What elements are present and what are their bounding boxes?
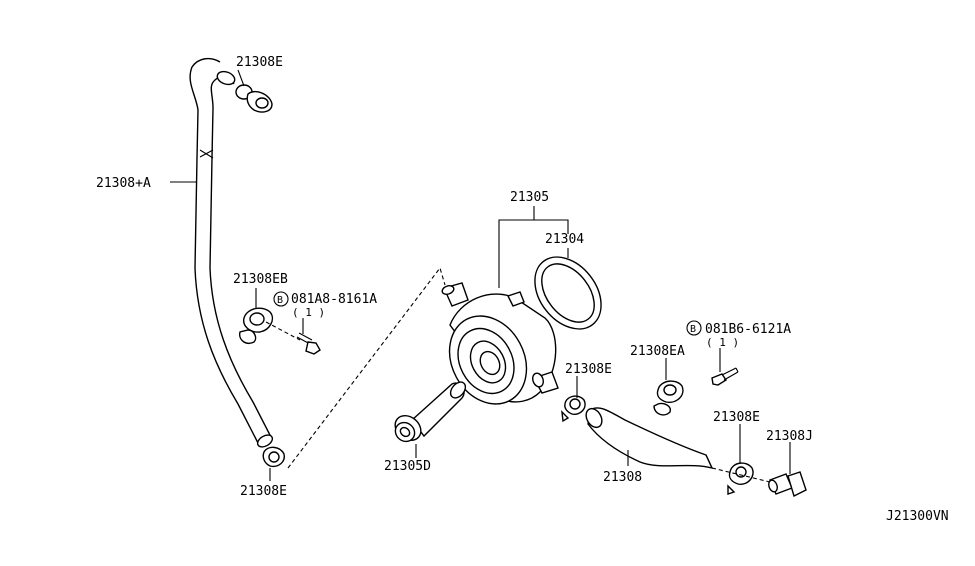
clamp-21308ea[interactable] bbox=[653, 380, 684, 416]
oil-cooler-21305[interactable] bbox=[435, 282, 559, 418]
label-bolt-left-qty: ( 1 ) bbox=[292, 306, 325, 319]
bolt-symbol-right: B bbox=[690, 324, 696, 335]
bolt-symbol-right-icon bbox=[686, 320, 702, 336]
connector-21305d[interactable] bbox=[390, 379, 468, 445]
fitting-21308j[interactable] bbox=[767, 471, 807, 497]
label-21308e-mid: 21308E bbox=[565, 362, 612, 377]
label-bolt-081b6-6121a: 081B6-6121A bbox=[705, 322, 791, 337]
label-bolt-right-qty: ( 1 ) bbox=[706, 336, 739, 349]
label-21308ea: 21308EA bbox=[630, 344, 685, 359]
clamp-21308eb[interactable] bbox=[239, 307, 274, 344]
label-21308eb: 21308EB bbox=[233, 272, 288, 287]
o-ring-21304[interactable] bbox=[521, 244, 614, 342]
hose-21308-a[interactable] bbox=[189, 57, 274, 450]
clamp-21308e-top[interactable] bbox=[235, 84, 273, 113]
label-21308e-top: 21308E bbox=[236, 55, 283, 70]
label-21308: 21308 bbox=[603, 470, 642, 485]
clamp-21308e-right[interactable] bbox=[727, 462, 754, 495]
leader-clamp-fitting bbox=[711, 467, 771, 483]
label-bolt-081a8-8161a: 081A8-8161A bbox=[291, 292, 377, 307]
label-21304: 21304 bbox=[545, 232, 584, 247]
label-21305: 21305 bbox=[510, 190, 549, 205]
diagram-code: J21300VN bbox=[886, 509, 949, 524]
label-21308-a: 21308+A bbox=[96, 176, 151, 191]
callout-labels: 21308E 21308+A 21308EB B 081A8-8161A ( 1… bbox=[96, 55, 949, 524]
bolt-081a8-8161a[interactable] bbox=[296, 332, 321, 355]
clamp-21308e-bottom-left[interactable] bbox=[262, 446, 285, 468]
bolt-symbol-left-icon bbox=[273, 291, 289, 307]
label-21308e-bottom-left: 21308E bbox=[240, 484, 287, 499]
label-21308j: 21308J bbox=[766, 429, 813, 444]
bolt-081b6-6121a[interactable] bbox=[711, 367, 739, 386]
label-21305d: 21305D bbox=[384, 459, 431, 474]
leader-lines bbox=[170, 69, 791, 481]
bolt-symbol-left: B bbox=[277, 295, 283, 306]
clamp-21308e-mid[interactable] bbox=[561, 395, 586, 423]
label-21308e-right: 21308E bbox=[713, 410, 760, 425]
hose-21308[interactable] bbox=[583, 406, 714, 470]
